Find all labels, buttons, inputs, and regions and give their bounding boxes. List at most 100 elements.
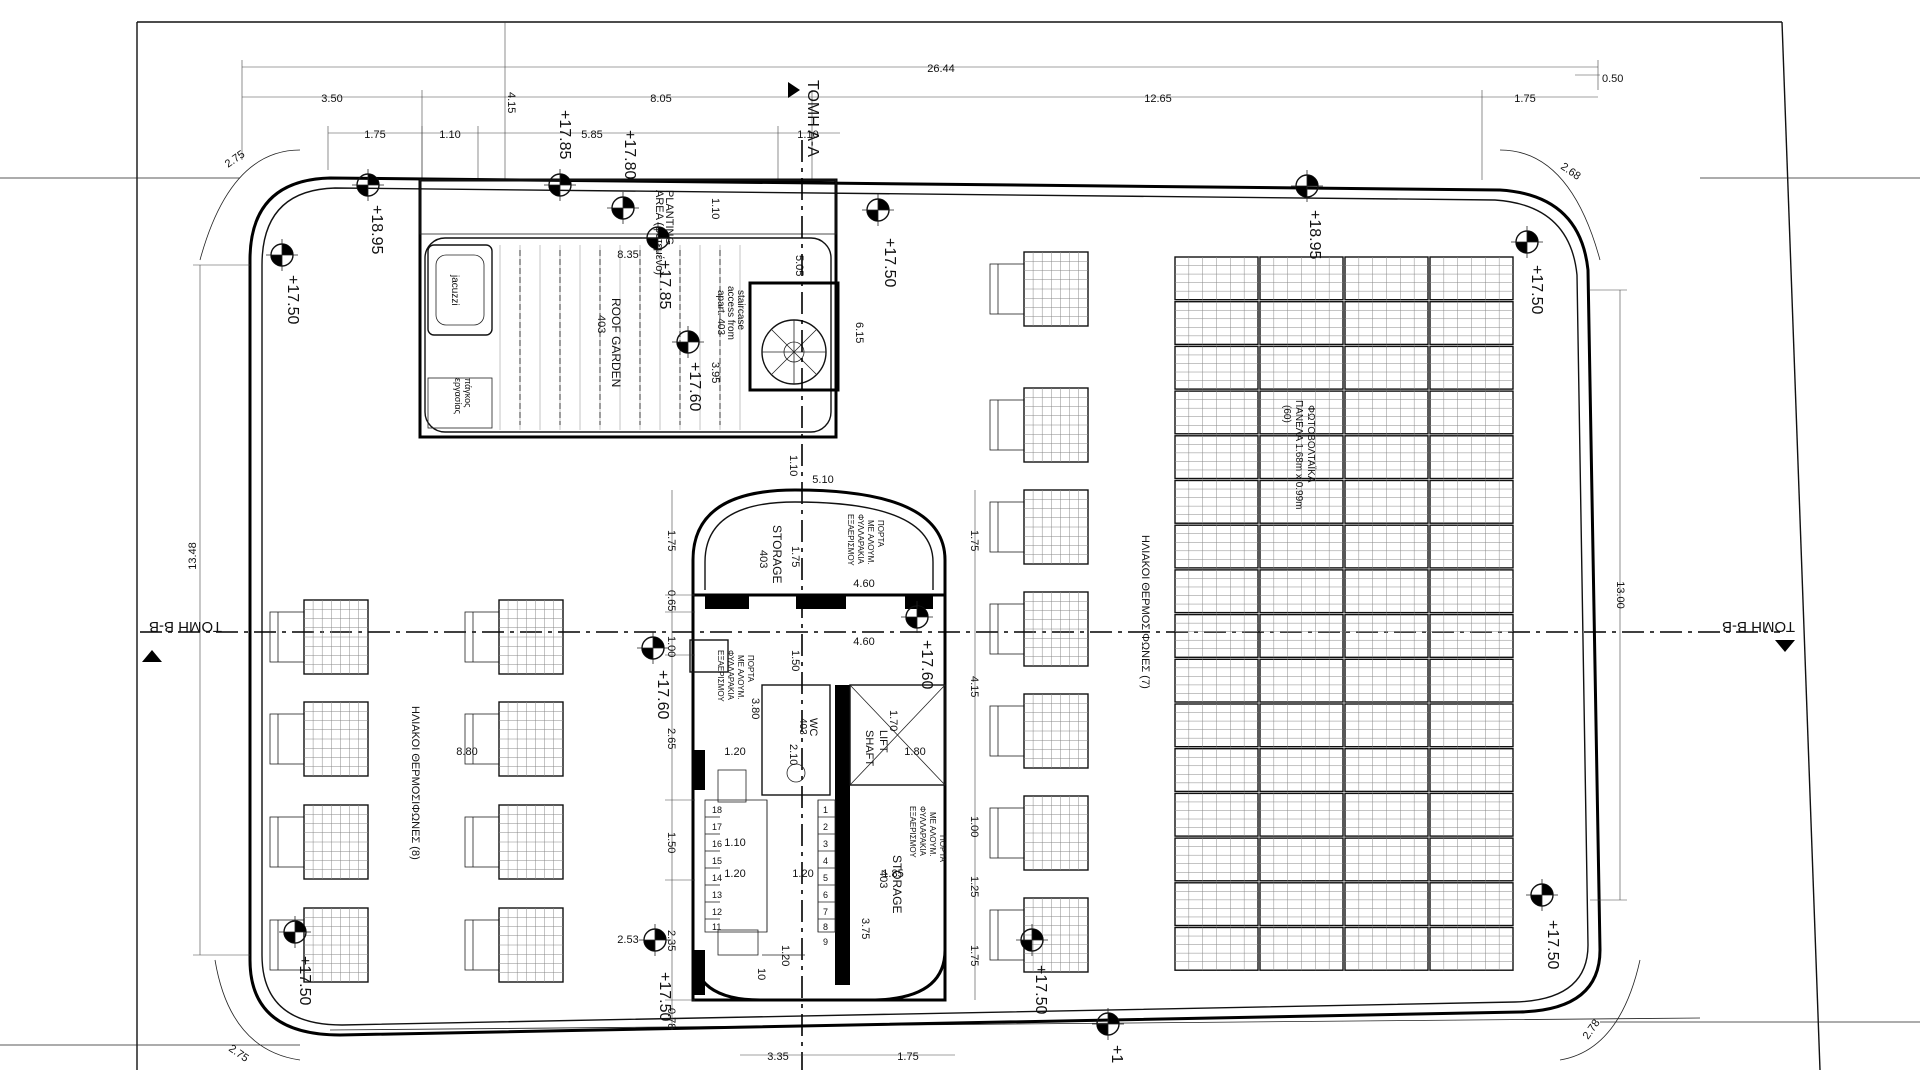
dim-core-1-20-a: 1.20 xyxy=(724,746,745,758)
staircase-label-2: access from xyxy=(725,286,736,340)
dim-rc-1-25: 1.25 xyxy=(968,876,980,897)
level-label: +17.50 xyxy=(1032,965,1049,1014)
dim-core-1-85: 1.85 xyxy=(882,868,903,880)
pv-label-1: ΦΩΤΟΒΟΛΤΑΪΚΑ xyxy=(1305,405,1317,483)
dim-core-1-75: 1.75 xyxy=(789,546,801,567)
door-note-bot: ΠΟΡΤΑ ΜΕ ΑΛΟΥΜ. ΦΥΛΛΑΡΑΚΙΑ ΕΞΑΕΡΙΣΜΟΥ xyxy=(908,806,947,863)
solar-heaters-left xyxy=(269,599,564,983)
level-marker: +17.60 xyxy=(901,601,935,689)
stair-1: 1 xyxy=(823,805,828,815)
door-mid-line-2: ΜΕ ΑΛΟΥΜ. xyxy=(736,655,745,699)
core-dimensions: 1.10 5.10 1.75 4.60 4.60 1.50 3.80 2.10 … xyxy=(724,455,925,980)
door-mid-line-4: ΕΞΑΕΡΙΣΜΟΥ xyxy=(716,650,725,702)
level-label: +17.50 xyxy=(1528,265,1545,314)
pv-panel xyxy=(1174,256,1259,301)
pv-panel xyxy=(1429,748,1514,793)
top-dimensions: 26.44 3.50 8.05 12.65 1.75 0.50 4.15 1.7… xyxy=(241,22,1623,180)
pv-panel xyxy=(1259,301,1344,346)
level-label: +17.85 xyxy=(656,260,673,309)
pv-panel xyxy=(1259,390,1344,435)
section-a-label: ΤΟΜΗ Α-Α xyxy=(804,80,821,157)
stair-15: 15 xyxy=(712,856,722,866)
storage-bottom-number: 403 xyxy=(877,870,889,888)
stair-14: 14 xyxy=(712,873,722,883)
kitchen-label-2: εργασίας xyxy=(453,378,463,415)
solar-heater-unit xyxy=(989,795,1089,871)
roof-garden-block: jacuzzi πάγκος εργασίας PLANTING AREA (φ… xyxy=(418,178,865,439)
stair-6: 6 xyxy=(823,890,828,900)
door-bot-line-3: ΦΥΛΛΑΡΑΚΙΑ xyxy=(918,806,927,857)
level-marker: +17.50 xyxy=(862,194,898,287)
pv-panel xyxy=(1344,613,1429,658)
dim-core-3-75: 3.75 xyxy=(859,918,871,939)
stair-treads xyxy=(704,799,836,933)
level-marker: +17.50 xyxy=(1016,924,1049,1014)
solar-heater-unit xyxy=(989,897,1089,973)
dim-rc-1-75: 1.75 xyxy=(968,530,980,551)
dim-lc-1-75: 1.75 xyxy=(665,530,677,551)
dim-overall-width: 26.44 xyxy=(927,63,955,75)
side-dimensions: 13.48 13.00 xyxy=(187,264,1627,956)
pv-panel xyxy=(1429,792,1514,837)
level-label: +17.80 xyxy=(621,130,638,179)
solar-heater-unit xyxy=(989,489,1089,565)
pv-panel xyxy=(1344,837,1429,882)
level-label: +17.85 xyxy=(556,110,573,159)
solar-heater-unit xyxy=(464,804,564,880)
level-marker: +18.95 xyxy=(1291,170,1323,259)
pv-panel xyxy=(1429,524,1514,569)
pv-panel xyxy=(1429,569,1514,614)
dim-garden-3-95: 3.95 xyxy=(709,362,721,383)
pv-panel xyxy=(1344,435,1429,480)
dim-core-2-10: 2.10 xyxy=(787,744,799,765)
stair-9: 9 xyxy=(823,937,828,947)
dim-chamfer-tl: 2.75 xyxy=(223,148,247,170)
door-bot-line-4: ΕΞΑΕΡΙΣΜΟΥ xyxy=(908,806,917,858)
door-note-mid: ΠΟΡΤΑ ΜΕ ΑΛΟΥΜ. ΦΥΛΛΑΡΑΚΙΑ ΕΞΑΕΡΙΣΜΟΥ xyxy=(716,650,755,702)
level-label: +18.95 xyxy=(1306,210,1323,259)
level-label: +17.50 xyxy=(656,972,673,1021)
solar-heater-unit xyxy=(989,591,1089,667)
stair-8: 8 xyxy=(823,922,828,932)
level-marker: +17.50 xyxy=(279,916,313,1005)
level-marker: +17.50 xyxy=(639,924,673,1021)
dim-garden-6-15: 6.15 xyxy=(853,322,865,343)
solar-heater-unit xyxy=(989,251,1089,327)
dim-core-1-10: 1.10 xyxy=(787,455,799,476)
pv-panel xyxy=(1429,613,1514,658)
pv-label-3: (60) xyxy=(1281,405,1292,423)
dim-chamfer-bl: 2.75 xyxy=(226,1043,250,1065)
pv-panel xyxy=(1174,792,1259,837)
pv-panel xyxy=(1174,435,1259,480)
solar-heater-unit xyxy=(269,907,369,983)
pv-panel xyxy=(1429,926,1514,971)
dim-core-10: 10 xyxy=(755,968,767,980)
stair-7: 7 xyxy=(823,907,828,917)
pv-panel xyxy=(1429,435,1514,480)
dim-sub-1-75: 1.75 xyxy=(364,129,385,141)
dim-rc-4-15: 4.15 xyxy=(968,676,980,697)
dim-garden-1-10: 1.10 xyxy=(709,198,721,219)
jacuzzi xyxy=(427,244,493,336)
roof-garden-number: 403 xyxy=(595,315,607,333)
pv-panel xyxy=(1259,435,1344,480)
pv-panel xyxy=(1174,882,1259,927)
pv-panel xyxy=(1259,569,1344,614)
pv-panel xyxy=(1429,882,1514,927)
dim-lc-1-50: 1.50 xyxy=(665,832,677,853)
level-marker: +18.95 xyxy=(352,169,385,254)
pv-panel xyxy=(1344,301,1429,346)
level-marker: +17.50 xyxy=(1526,879,1561,969)
section-a-line: ΤΟΜΗ Α-Α xyxy=(788,80,821,1070)
level-marker: +17.80 xyxy=(607,130,639,224)
pv-panel xyxy=(1259,792,1344,837)
door-top-line-1: ΠΟΡΤΑ xyxy=(876,520,885,548)
pv-panel xyxy=(1174,748,1259,793)
dim-garden-5-05: 5.05 xyxy=(793,255,805,276)
wc-icon xyxy=(786,763,806,783)
dim-lc-0-65: 0.65 xyxy=(665,590,677,611)
core-block: 18 17 16 15 14 13 12 11 1 2 3 4 5 6 7 8 … xyxy=(689,455,947,1002)
dim-core-4-60-b: 4.60 xyxy=(853,636,874,648)
pv-panel xyxy=(1344,703,1429,748)
dim-right-13-00: 13.00 xyxy=(1614,581,1626,609)
